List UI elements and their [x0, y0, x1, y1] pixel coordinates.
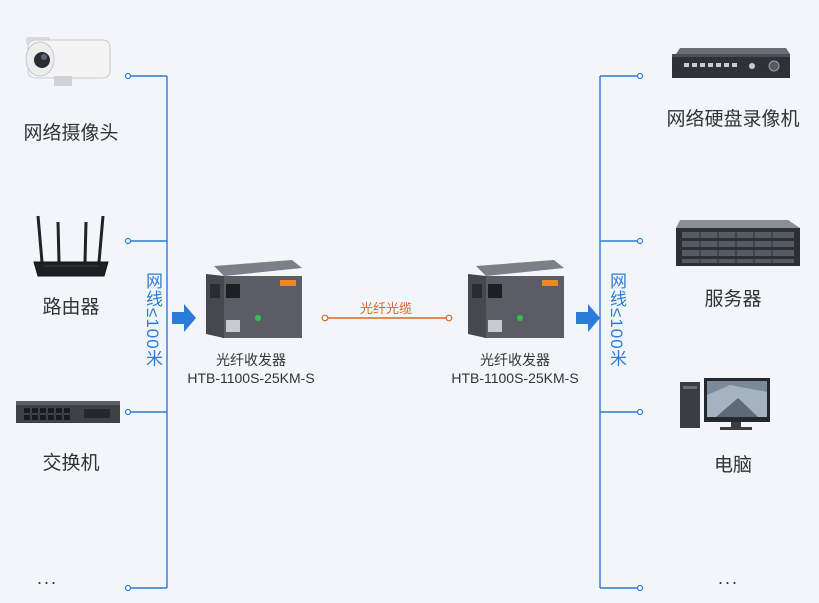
left-node-dot — [124, 237, 132, 245]
right-device-label: 电脑 — [713, 455, 752, 476]
left-more-ellipsis: ... — [37, 568, 59, 588]
left-node-dot — [124, 72, 132, 80]
router-icon — [33, 215, 109, 277]
right-device-label: 服务器 — [704, 289, 762, 310]
cable-length-note-left: 网线≤100米 — [143, 272, 162, 368]
right-arrow-icon — [576, 304, 600, 332]
right-node-dot — [636, 72, 644, 80]
right-more-ellipsis: ... — [718, 568, 740, 588]
fiber-link — [321, 314, 453, 322]
switch-icon — [16, 401, 120, 423]
right-node-dot — [636, 237, 644, 245]
transceiver-left-label: 光纤收发器 HTB-1100S-25KM-S — [176, 351, 326, 387]
transceiver-model: HTB-1100S-25KM-S — [187, 370, 315, 386]
transceiver-name: 光纤收发器 — [480, 352, 550, 368]
transceiver-right-label: 光纤收发器 HTB-1100S-25KM-S — [440, 351, 590, 387]
transceiver-left-icon — [206, 260, 302, 338]
transceiver-name: 光纤收发器 — [216, 352, 286, 368]
fiber-label: 光纤光缆 — [360, 301, 413, 316]
left-device-label: 网络摄像头 — [23, 123, 119, 144]
right-node-dot — [636, 408, 644, 416]
cable-length-note-right: 网线≤100米 — [607, 272, 626, 368]
transceiver-model: HTB-1100S-25KM-S — [451, 370, 579, 386]
left-node-dot — [124, 408, 132, 416]
ip-camera-icon — [25, 37, 111, 86]
transceiver-right-icon — [468, 260, 564, 338]
computer-icon — [680, 378, 770, 430]
left-arrow-icon — [172, 304, 196, 332]
nvr-icon — [672, 48, 790, 78]
right-bus — [599, 75, 640, 589]
right-node-dot — [636, 584, 644, 592]
left-node-dot — [124, 584, 132, 592]
left-device-label: 路由器 — [42, 297, 100, 318]
server-icon — [676, 220, 800, 266]
left-bus — [128, 75, 168, 589]
right-device-label: 网络硬盘录像机 — [666, 109, 800, 130]
left-device-label: 交换机 — [42, 453, 100, 474]
